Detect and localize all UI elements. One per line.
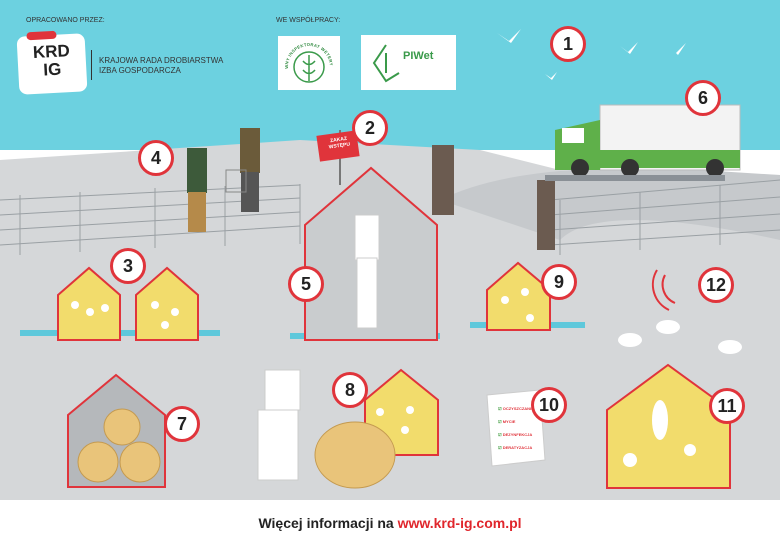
gate-left: [432, 145, 454, 215]
farm-scene-illustration: [0, 29, 780, 500]
checklist-item: ☑ MYCIE: [498, 419, 516, 424]
krd-ig-logo: KRD IG: [16, 30, 88, 95]
checklist-item: ☑ DEZYNFEKCJA: [498, 432, 533, 437]
divider: [91, 50, 92, 80]
marker-12: 12: [698, 267, 734, 303]
checklist-paper: [486, 389, 546, 467]
marker-1: 1: [550, 26, 586, 62]
marker-11: 11: [709, 388, 745, 424]
marker-5: 5: [288, 266, 324, 302]
marker-8: 8: [332, 372, 368, 408]
marker-9: 9: [541, 264, 577, 300]
no-entry-sign: [316, 130, 360, 162]
marker-7: 7: [164, 406, 200, 442]
alarm-waves: [651, 269, 676, 311]
house-3a: [57, 266, 121, 341]
prepared-by-label: OPRACOWANO PRZEZ:: [26, 17, 105, 24]
footer-text: Więcej informacji na: [258, 515, 398, 531]
checklist-item: ☑ DERATYZACJA: [498, 445, 533, 450]
org-name-line-2: IZBA GOSPODARCZA: [99, 66, 181, 75]
org-name: KRAJOWA RADA DROBIARSTWA IZBA GOSPODARCZ…: [99, 56, 223, 76]
footer-link[interactable]: www.krd-ig.com.pl: [397, 515, 522, 531]
marker-6: 6: [685, 80, 721, 116]
marker-3: 3: [110, 248, 146, 284]
marker-10: 10: [531, 387, 567, 423]
piwet-name: PIWet: [403, 50, 434, 62]
gate-right: [537, 180, 555, 250]
logo-text-bottom: IG: [42, 59, 62, 80]
people: [187, 128, 380, 481]
footer: Więcej informacji na www.krd-ig.com.pl: [0, 500, 780, 540]
cooperation-label: WE WSPÓŁPRACY:: [276, 17, 341, 24]
org-name-line-1: KRAJOWA RADA DROBIARSTWA: [99, 56, 224, 65]
checklist: ☑ OCZYSZCZANIE ☑ MYCIE ☑ DEZYNFEKCJA ☑ D…: [498, 402, 534, 454]
wild-birds: [497, 29, 686, 80]
piwet-logo: PIWet: [361, 35, 456, 90]
hay-bales: [77, 408, 396, 489]
road: [440, 168, 780, 240]
checklist-item: ☑ OCZYSZCZANIE: [498, 406, 534, 411]
giw-logo: GŁÓWNY INSPEKTORAT WETERYNARII: [276, 32, 340, 90]
marker-4: 4: [138, 140, 174, 176]
house-3b: [135, 266, 199, 341]
house-11: [606, 363, 731, 489]
marker-2: 2: [352, 110, 388, 146]
house-9: [486, 261, 551, 331]
hens: [71, 288, 742, 467]
truck: [545, 104, 741, 181]
fence: [0, 179, 780, 255]
